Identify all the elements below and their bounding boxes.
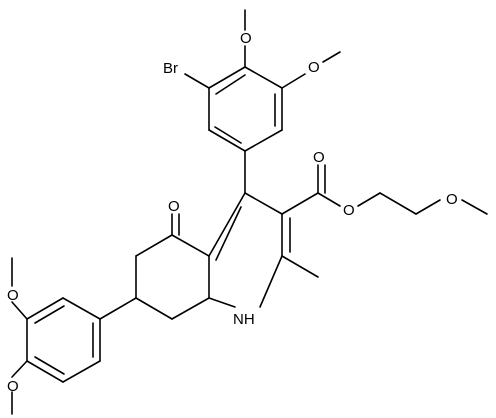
methoxy-oxygen-label: O	[7, 378, 19, 395]
dihydropyridine-ring	[208, 150, 291, 308]
ester-carbonyl-oxygen-label: O	[313, 149, 325, 166]
bromine-atom-label: Br	[163, 60, 178, 77]
ketone-oxygen-label: O	[168, 198, 180, 215]
ester-oxygen-label: O	[343, 202, 355, 219]
amine-nh-label: NH	[233, 311, 255, 328]
cyclohexanone-ring	[135, 234, 210, 320]
ether-oxygen-label: O	[446, 191, 458, 208]
methoxy-oxygen-label: O	[308, 59, 320, 76]
dimethoxyphenyl-ring	[26, 297, 101, 383]
methoxy-oxygen-label: O	[7, 287, 19, 304]
bromo-dimethoxyphenyl-ring	[208, 66, 283, 152]
methoxy-oxygen-label: O	[240, 30, 252, 47]
